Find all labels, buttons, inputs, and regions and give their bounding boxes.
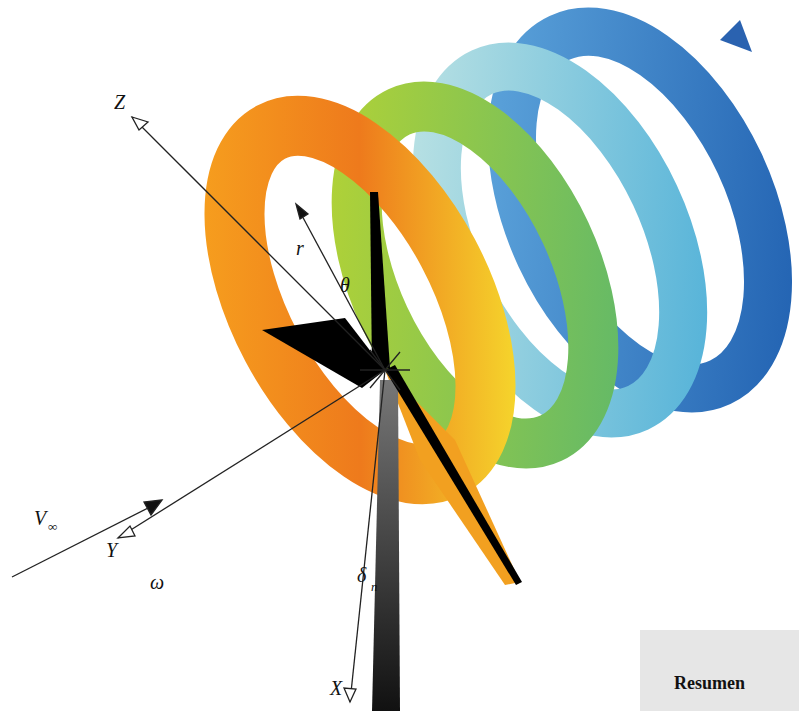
tower: [372, 380, 400, 711]
axis-label: ω: [150, 572, 164, 592]
axes: [12, 117, 410, 702]
axis-label: X: [330, 678, 342, 698]
blades: [262, 192, 522, 585]
axis-label: ∞: [48, 520, 57, 533]
box-heading: Resumen: [674, 673, 745, 694]
wake-ribbons: [183, 0, 799, 585]
section-box: Resumen: [640, 630, 799, 711]
axis-label: θ: [340, 275, 350, 295]
axis-label: r: [296, 238, 304, 258]
axis-label: Y: [106, 540, 117, 560]
axis-label: n: [371, 580, 378, 593]
axis-label: δ: [357, 565, 366, 585]
axis-label: Z: [114, 92, 125, 112]
axis-label: V: [34, 508, 46, 528]
